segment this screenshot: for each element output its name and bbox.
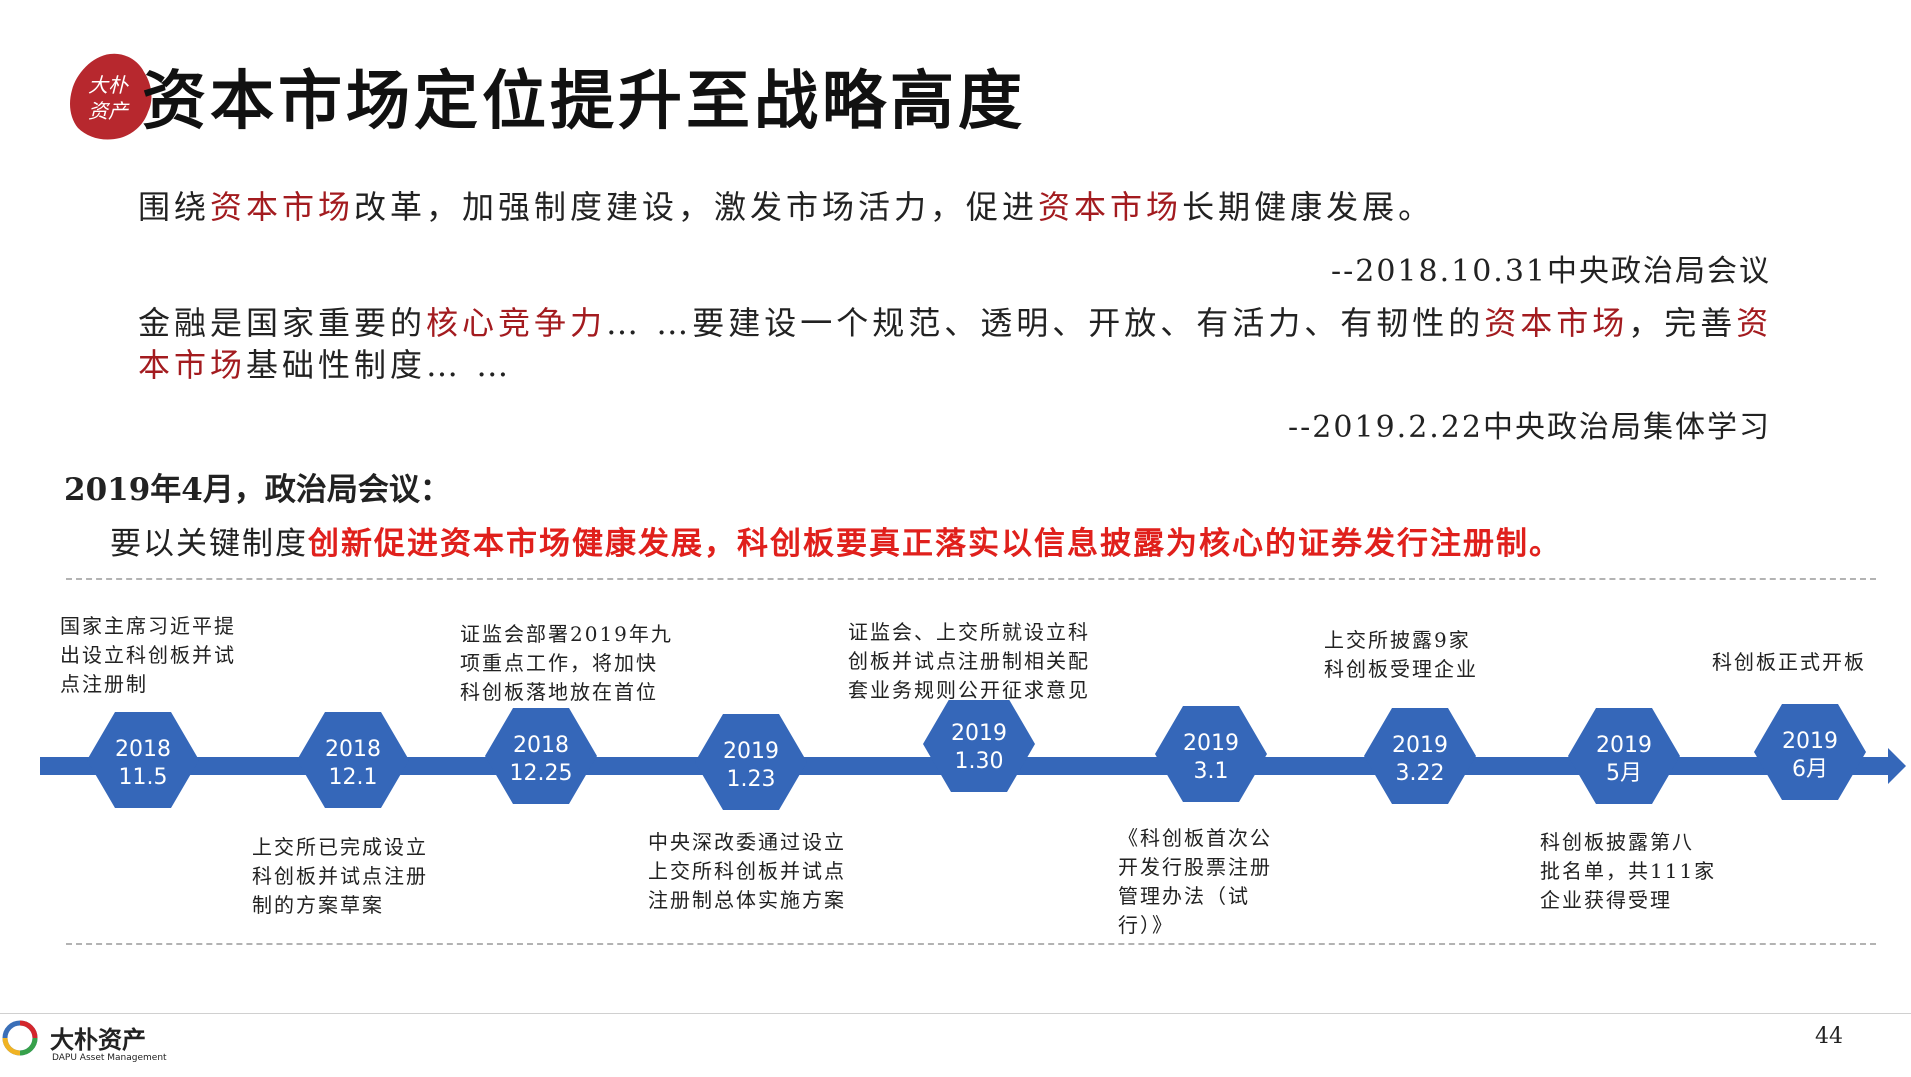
timeline-node: 2019 1.23 <box>695 714 807 810</box>
timeline-node-date: 3.1 <box>1194 759 1229 784</box>
timeline-hexagon <box>87 712 199 808</box>
timeline-node-date: 6月 <box>1792 757 1828 782</box>
timeline-node-date: 3.22 <box>1396 761 1445 786</box>
timeline-node-date: 1.30 <box>955 749 1004 774</box>
timeline-hexagon <box>1568 708 1680 804</box>
timeline-event-text: 上交所已完成设立科创板并试点注册制的方案草案 <box>252 835 428 917</box>
timeline-node-date: 1.23 <box>727 767 776 792</box>
timeline-hexagon <box>1364 708 1476 804</box>
seal-text-line-1: 大朴 <box>88 73 129 97</box>
section-heading: 2019年4月，政治局会议： <box>64 472 451 508</box>
timeline-node: 2018 11.5 <box>87 712 199 808</box>
quote-2-source: --2019.2.22中央政治局集体学习 <box>1288 410 1771 445</box>
timeline-event-text: 中央深改委通过设立上交所科创板并试点注册制总体实施方案 <box>648 830 846 912</box>
divider-top <box>66 578 1876 580</box>
seal-logo-icon: 大朴 资产 <box>70 53 152 140</box>
quote-highlight: 资本市场 <box>1484 304 1629 342</box>
quote-highlight: 资本市场 <box>210 188 355 226</box>
section-highlight: 创新促进资本市场健康发展，科创板要真正落实以信息披露为核心的证券发行注册制。 <box>308 526 1562 562</box>
quote-segment: 围绕 <box>138 188 211 226</box>
timeline-node-date: 12.25 <box>510 761 573 786</box>
page-number: 44 <box>1815 1024 1843 1049</box>
section-body: 要以关键制度创新促进资本市场健康发展，科创板要真正落实以信息披露为核心的证券发行… <box>110 518 1562 563</box>
quote-1-text: 围绕资本市场改革，加强制度建设，激发市场活力，促进资本市场长期健康发展。 <box>138 186 1778 228</box>
timeline-node-year: 2019 <box>1782 729 1838 754</box>
timeline-node-year: 2019 <box>1596 733 1652 758</box>
footer-divider <box>0 1013 1911 1014</box>
timeline-hexagon <box>297 712 409 808</box>
timeline-event-text: 国家主席习近平提出设立科创板并试点注册制 <box>60 614 236 696</box>
timeline-node-year: 2019 <box>951 721 1007 746</box>
quote-highlight: 资本市场 <box>1038 188 1183 226</box>
timeline-event-text: 《科创板首次公开发行股票注册管理办法（试行）》 <box>1118 826 1272 937</box>
seal-text-line-2: 资产 <box>88 99 130 123</box>
timeline-hexagon <box>1754 704 1866 800</box>
footer-brand-en: DAPU Asset Management <box>52 1053 167 1063</box>
timeline-hexagon <box>695 714 807 810</box>
timeline-node: 2019 1.30 <box>923 700 1035 792</box>
timeline-node-year: 2019 <box>1183 731 1239 756</box>
timeline-node: 2018 12.1 <box>297 712 409 808</box>
quote-segment: 改革，加强制度建设，激发市场活力，促进 <box>354 188 1039 226</box>
quote-segment: 金融是国家重要的 <box>138 304 427 342</box>
quote-1-source: --2018.10.31中央政治局会议 <box>1330 254 1771 289</box>
quote-highlight: 资本市场 <box>138 304 1773 384</box>
quote-segment: 长期健康发展。 <box>1182 188 1435 226</box>
timeline-event-text: 科创板正式开板 <box>1712 650 1866 674</box>
quote-segment: 基础性制度… … <box>246 346 513 384</box>
quote-highlight: 核心竞争力 <box>426 304 607 342</box>
timeline-node: 2019 3.1 <box>1155 706 1267 802</box>
timeline-node-year: 2018 <box>325 737 381 762</box>
timeline-node-year: 2018 <box>115 737 171 762</box>
timeline-event-text: 科创板披露第八批名单，共111家企业获得受理 <box>1540 830 1717 912</box>
page-title: 资本市场定位提升至战略高度 <box>142 64 1026 139</box>
timeline-event-text: 证监会部署2019年九项重点工作，将加快科创板落地放在首位 <box>460 622 673 704</box>
timeline-node-date: 5月 <box>1606 761 1642 786</box>
company-logo-icon <box>2 1020 38 1056</box>
section-lead: 要以关键制度 <box>110 526 308 562</box>
timeline-node: 2019 6月 <box>1754 704 1866 800</box>
timeline-node-date: 11.5 <box>119 765 168 790</box>
timeline-hexagon <box>485 708 597 804</box>
quote-segment: ，完善 <box>1628 304 1737 342</box>
timeline-node: 2019 5月 <box>1568 708 1680 804</box>
timeline-node-date: 12.1 <box>329 765 378 790</box>
divider-bottom <box>66 943 1876 945</box>
timeline-arrowhead <box>1888 748 1906 784</box>
timeline-hexagon <box>923 700 1035 792</box>
timeline-node-year: 2019 <box>723 739 779 764</box>
timeline: 2018 11.5 2018 12.1 2018 12.25 2019 1.23 2019 1.3… <box>40 700 1906 810</box>
timeline-event-text: 证监会、上交所就设立科创板并试点注册制相关配套业务规则公开征求意见 <box>848 620 1090 702</box>
quote-segment: … …要建设一个规范、透明、开放、有活力、有韧性的 <box>606 304 1485 342</box>
timeline-node: 2019 3.22 <box>1364 708 1476 804</box>
timeline-hexagon <box>1155 706 1267 802</box>
timeline-node-year: 2018 <box>513 733 569 758</box>
timeline-event-text: 上交所披露9家科创板受理企业 <box>1324 628 1478 681</box>
timeline-node-year: 2019 <box>1392 733 1448 758</box>
timeline-node: 2018 12.25 <box>485 708 597 804</box>
quote-2-text: 金融是国家重要的核心竞争力… …要建设一个规范、透明、开放、有活力、有韧性的资本… <box>138 302 1788 386</box>
footer-brand: 大朴资产 <box>50 1026 146 1054</box>
